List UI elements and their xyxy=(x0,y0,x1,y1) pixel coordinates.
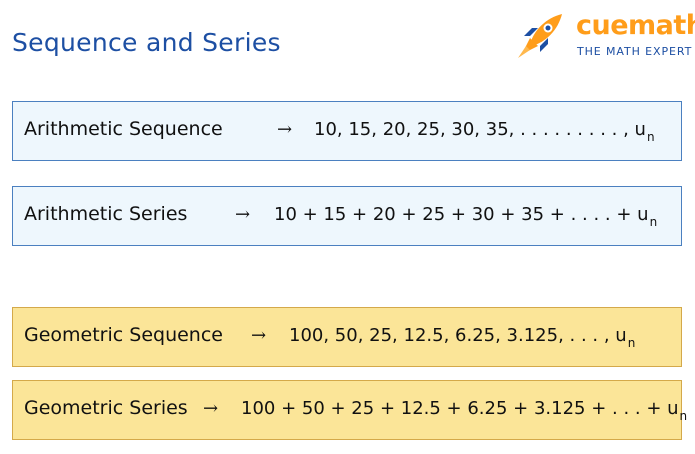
row-expression: 10, 15, 20, 25, 30, 35, . . . . . . . . … xyxy=(314,119,655,144)
row-expression: 100, 50, 25, 12.5, 6.25, 3.125, . . . , … xyxy=(289,325,635,350)
term-subscript: n xyxy=(649,215,658,229)
arrow-icon: → xyxy=(235,204,251,225)
row-label: Arithmetic Series xyxy=(24,203,188,225)
row-label: Geometric Sequence xyxy=(24,324,223,346)
rocket-icon xyxy=(518,14,562,58)
page-title: Sequence and Series xyxy=(12,28,281,57)
row-label: Geometric Series xyxy=(24,397,188,419)
expression-text: 100, 50, 25, 12.5, 6.25, 3.125, . . . , … xyxy=(289,325,627,346)
term-subscript: n xyxy=(627,336,636,350)
brand-name: cuemath xyxy=(576,10,695,41)
arrow-icon: → xyxy=(277,119,293,140)
term-subscript: n xyxy=(646,130,655,144)
arrow-icon: → xyxy=(251,325,267,346)
term-subscript: n xyxy=(679,409,688,423)
arithmetic-sequence-row: Arithmetic Sequence → 10, 15, 20, 25, 30… xyxy=(12,101,682,161)
row-expression: 10 + 15 + 20 + 25 + 30 + 35 + . . . . + … xyxy=(274,204,657,229)
brand-logo: cuemath THE MATH EXPERT xyxy=(516,8,695,60)
expression-text: 100 + 50 + 25 + 12.5 + 6.25 + 3.125 + . … xyxy=(241,398,679,419)
arithmetic-series-row: Arithmetic Series → 10 + 15 + 20 + 25 + … xyxy=(12,186,682,246)
expression-text: 10 + 15 + 20 + 25 + 30 + 35 + . . . . + … xyxy=(274,204,649,225)
geometric-sequence-row: Geometric Sequence → 100, 50, 25, 12.5, … xyxy=(12,307,682,367)
arrow-icon: → xyxy=(203,398,219,419)
brand-tagline: THE MATH EXPERT xyxy=(577,45,693,58)
geometric-series-row: Geometric Series → 100 + 50 + 25 + 12.5 … xyxy=(12,380,687,440)
expression-text: 10, 15, 20, 25, 30, 35, . . . . . . . . … xyxy=(314,119,646,140)
row-label: Arithmetic Sequence xyxy=(24,118,223,140)
row-expression: 100 + 50 + 25 + 12.5 + 6.25 + 3.125 + . … xyxy=(241,398,687,423)
